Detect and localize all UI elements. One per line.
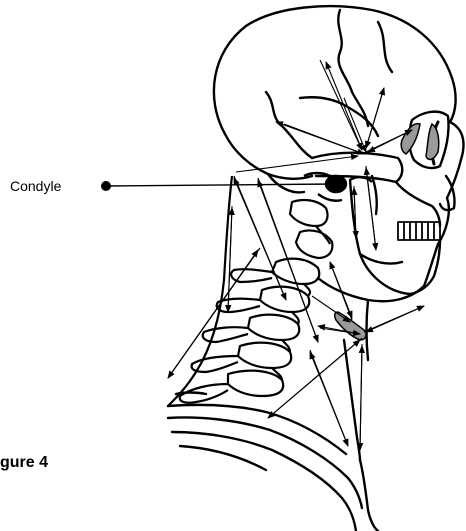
clavicle-upper [168, 418, 362, 509]
callout-line [106, 184, 336, 186]
arrow [366, 88, 384, 148]
arrow [330, 262, 352, 318]
condyle-callout: Condyle [10, 178, 336, 194]
arrow [360, 346, 362, 450]
arrow [168, 250, 258, 378]
suture-lambdoid [266, 92, 312, 158]
force-arrows [168, 60, 424, 450]
figure-caption: gure 4 [0, 454, 48, 471]
vertebra-c2 [296, 230, 332, 258]
arrow [366, 306, 424, 332]
vertebra-c7 [228, 371, 283, 396]
shoulder-girdle [168, 300, 378, 531]
condyle-joint [304, 173, 372, 201]
callout-dot [101, 181, 111, 191]
orbit-shading [401, 124, 420, 154]
teeth [398, 222, 440, 240]
nasal-cavity [440, 176, 455, 210]
arrow [344, 98, 366, 152]
arrow [236, 156, 358, 172]
cheek-shading [426, 124, 439, 159]
vertebra-c1 [290, 200, 328, 226]
condyle-label: Condyle [10, 178, 62, 194]
clavicle-lower [172, 432, 356, 531]
cervical-spine [168, 176, 332, 406]
arrow [320, 60, 362, 150]
vertebra-c5 [248, 315, 299, 340]
vertebra-c6 [238, 343, 291, 368]
sternum [360, 460, 378, 531]
